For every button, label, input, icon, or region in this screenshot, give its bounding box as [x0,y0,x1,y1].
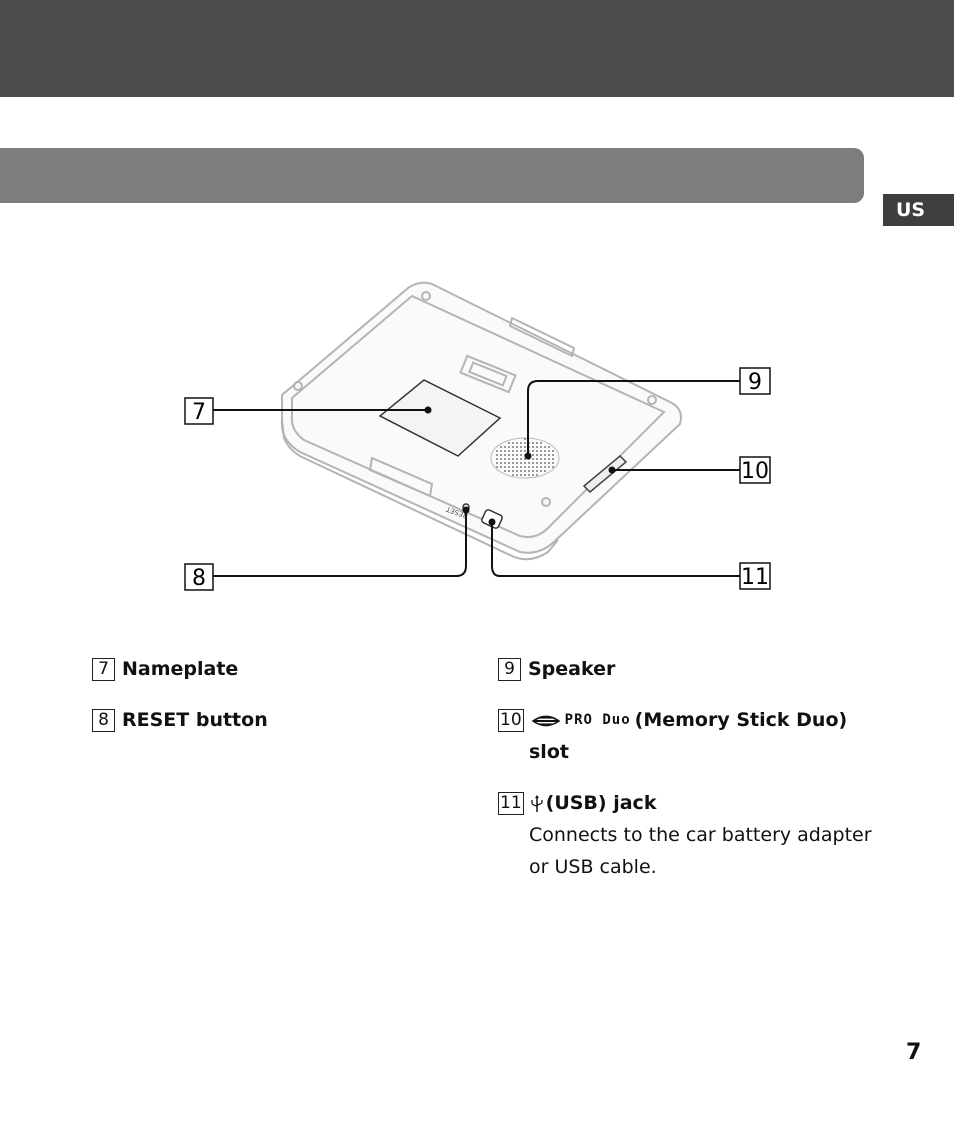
legend-number: 7 [92,658,115,681]
header-band [0,0,954,97]
speaker-grille [490,437,560,479]
legend-label: Nameplate [122,658,239,680]
legend-number: 9 [498,658,521,681]
legend-label: (Memory Stick Duo) [634,709,848,731]
svg-text:8: 8 [192,566,206,591]
legend-item-nameplate: 7 Nameplate [92,653,238,685]
usb-icon [530,794,543,812]
callout-11: 11 [739,562,771,590]
legend-label: (USB) jack [545,792,657,814]
nameplate-shape [378,379,502,457]
callout-7: 7 [184,397,214,425]
pro-duo-logo: PRO Duo [564,712,631,728]
callout-9: 9 [739,367,771,395]
legend-item-memory-stick-slot: 10 PRO Duo(Memory Stick Duo) [498,704,847,736]
svg-text:9: 9 [748,370,762,395]
legend-number: 11 [498,792,524,815]
region-tab: US [883,194,954,226]
section-title-bar [0,148,864,203]
legend-label-continued: slot [529,741,569,763]
memory-stick-logo-icon [531,715,561,726]
legend-label: Speaker [528,658,616,680]
svg-text:7: 7 [192,400,206,425]
legend-item-speaker: 9 Speaker [498,653,615,685]
legend-label: RESET button [122,709,268,731]
callout-10: 10 [739,456,771,484]
page-number: 7 [906,1040,922,1065]
legend-number: 8 [92,709,115,732]
usb-jack-description-line2: or USB cable. [529,856,657,878]
legend-number: 10 [498,709,524,732]
svg-text:11: 11 [741,565,769,590]
legend-item-usb-jack: 11 (USB) jack [498,787,656,819]
legend-item-memory-stick-slot-line2: slot [529,736,569,768]
legend-item-reset: 8 RESET button [92,704,268,736]
memory-stick-slot [582,454,628,494]
callout-8: 8 [184,563,214,591]
usb-jack-description-line1: Connects to the car battery adapter [529,824,872,846]
svg-text:10: 10 [741,459,769,484]
device-illustration: RESET 7 8 9 10 11 [184,281,771,591]
